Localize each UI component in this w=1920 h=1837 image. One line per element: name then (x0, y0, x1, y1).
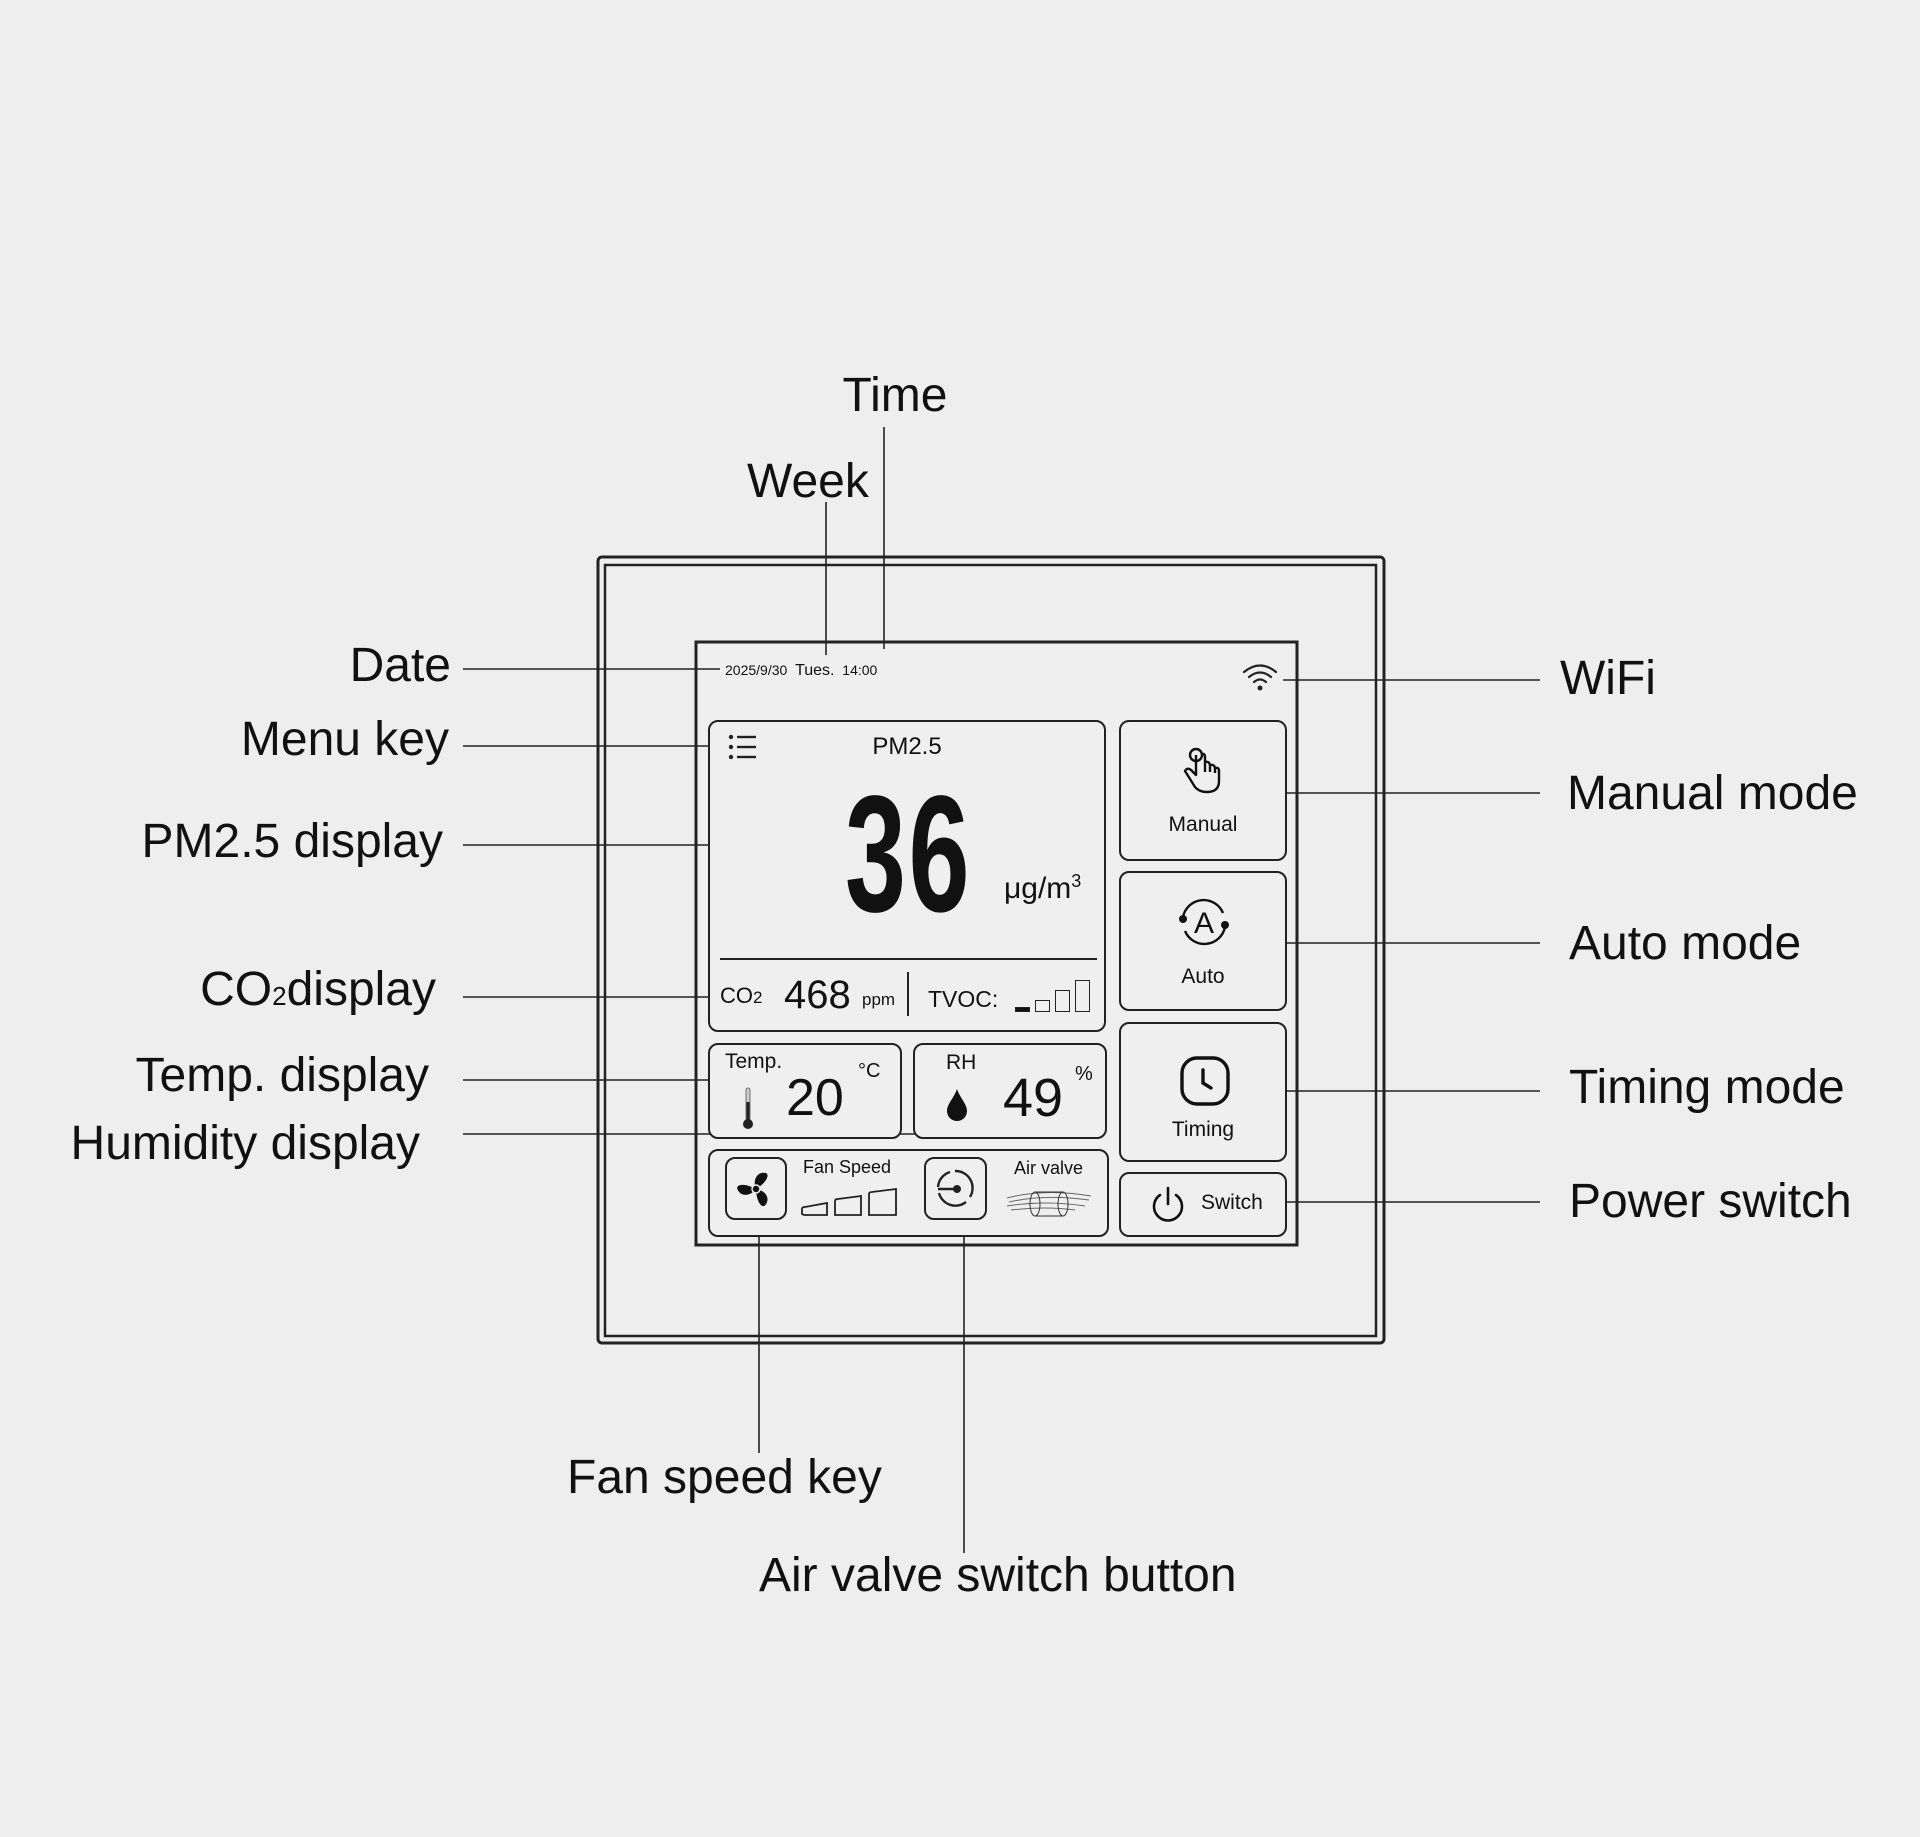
air-valve-label: Air valve (1014, 1158, 1084, 1178)
fan-speed-button[interactable] (725, 1157, 787, 1220)
rh-label: RH (946, 1051, 977, 1074)
time-text: 14:00 (842, 662, 878, 678)
temp-label: Temp. (725, 1050, 783, 1073)
clock-icon (1180, 1056, 1230, 1106)
callout-fan-speed-key: Fan speed key (567, 1451, 882, 1504)
callout-air-valve-switch: Air valve switch button (759, 1549, 1237, 1602)
tvoc-bar-4 (1075, 980, 1090, 1012)
callout-power-switch: Power switch (1569, 1175, 1852, 1228)
callout-co2-text: CO (200, 963, 273, 1016)
callout-manual-mode: Manual mode (1567, 767, 1858, 820)
humidity-panel (913, 1043, 1107, 1139)
tvoc-bar-3 (1055, 990, 1070, 1012)
inner-frame (603, 563, 1378, 1338)
callout-menu-key: Menu key (240, 713, 449, 766)
power-icon (1152, 1186, 1184, 1222)
tvoc-bar-1 (1015, 1007, 1030, 1012)
co2-label-text: CO (720, 983, 753, 1008)
wifi-icon (1242, 664, 1278, 691)
callout-week: Week (747, 455, 869, 508)
co2-label-subscript: 2 (753, 988, 763, 1007)
air-valve-icon (936, 1169, 974, 1207)
fan-speed-bar-1 (801, 1201, 828, 1216)
auto-mode-button[interactable]: A Auto (1119, 871, 1287, 1011)
pm25-value: 36 (845, 762, 973, 947)
air-valve-button[interactable] (924, 1157, 987, 1220)
tvoc-level-bars (1015, 976, 1095, 1012)
hand-tap-icon (1183, 747, 1221, 794)
callout-temp-display: Temp. display (135, 1049, 429, 1102)
pm25-unit: μg/m3 (1004, 872, 1081, 904)
timing-mode-button[interactable]: Timing (1119, 1022, 1287, 1162)
pm25-unit-text: μg/m (1004, 872, 1072, 905)
callout-co2-subscript: 2 (272, 981, 287, 1011)
fan-speed-bar-2 (834, 1194, 862, 1216)
callout-timing-mode: Timing mode (1569, 1061, 1845, 1114)
air-valve-swirl-icon (1006, 1191, 1092, 1217)
outer-frame (596, 555, 1386, 1345)
droplet-icon (947, 1089, 967, 1121)
tvoc-label: TVOC: (928, 986, 999, 1012)
tvoc-bar-2 (1035, 1000, 1050, 1012)
auto-glyph: A (1194, 907, 1214, 940)
co2-label: CO2 (720, 985, 762, 1007)
callout-pm25-display: PM2.5 display (141, 815, 443, 868)
pm25-unit-superscript: 3 (1071, 871, 1082, 891)
week-text: Tues. (795, 662, 835, 679)
fan-icon (737, 1172, 768, 1207)
temp-value: 20 (786, 1069, 844, 1127)
power-switch-button[interactable]: Switch (1119, 1172, 1287, 1237)
callout-wifi: WiFi (1560, 652, 1656, 705)
rh-unit: % (1075, 1063, 1093, 1085)
manual-mode-button[interactable]: Manual (1119, 720, 1287, 861)
fan-speed-level-bars[interactable] (800, 1186, 900, 1218)
pm25-divider (720, 958, 1097, 960)
fan-speed-bar-3 (868, 1187, 897, 1216)
menu-icon[interactable] (728, 733, 758, 761)
auto-cycle-icon: A (1179, 898, 1229, 946)
manual-label: Manual (1168, 813, 1238, 836)
callout-co2-display: CO2display (200, 966, 436, 1014)
temp-panel (708, 1043, 902, 1139)
switch-label: Switch (1201, 1191, 1263, 1214)
callout-humidity-display: Humidity display (70, 1117, 420, 1170)
timing-label: Timing (1171, 1118, 1235, 1141)
rh-value: 49 (1003, 1068, 1064, 1128)
thermometer-icon (743, 1087, 753, 1129)
fan-speed-label: Fan Speed (803, 1157, 892, 1177)
co2-tvoc-separator (907, 972, 909, 1016)
temp-unit: °C (858, 1060, 881, 1082)
callout-date: Date (349, 639, 451, 692)
co2-unit: ppm (862, 990, 896, 1009)
date-text: 2025/9/30 (725, 662, 788, 678)
pm25-label: PM2.5 (872, 733, 942, 760)
callout-co2-rest: display (286, 963, 436, 1016)
callout-time: Time (842, 369, 948, 422)
status-bar: 2025/9/30 Tues. 14:00 (725, 663, 877, 679)
auto-label: Auto (1181, 965, 1225, 988)
leader-lines (463, 427, 1540, 1553)
co2-value: 468 (784, 973, 851, 1017)
callout-auto-mode: Auto mode (1569, 917, 1802, 970)
